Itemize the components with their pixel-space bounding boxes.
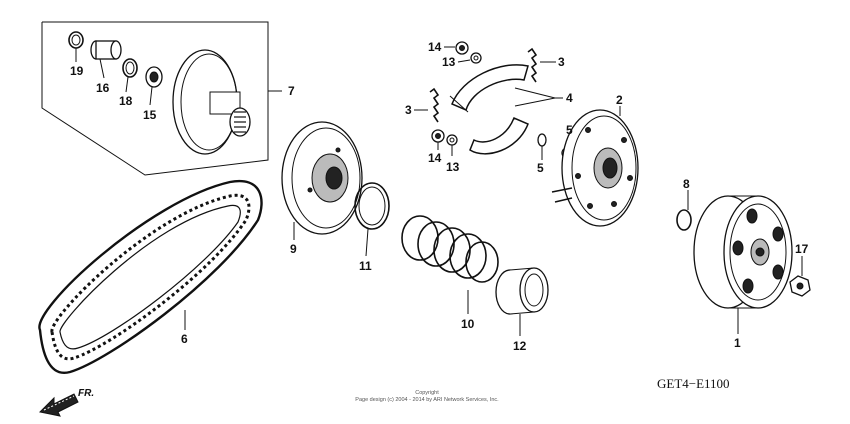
copyright-line-1: Copyright [415,390,439,396]
part-2-drive-plate[interactable] [551,106,639,227]
callout-3-upper: 3 [558,55,565,69]
part-3-spring-upper[interactable] [527,47,556,83]
part-3-spring-lower[interactable] [414,87,440,123]
part-12-collar[interactable] [495,267,549,336]
part-18-oring[interactable] [122,58,138,93]
callout-10: 10 [461,317,475,331]
shaft-splines [234,111,246,133]
part-4-clutch-weights[interactable] [449,64,563,155]
callout-1: 1 [734,336,741,350]
callout-5-a: 5 [566,123,573,137]
diagram-code: GET4−E1100 [657,376,730,391]
part-17-nut[interactable] [789,256,811,297]
part-6-drive-belt[interactable] [38,179,263,374]
group-7-box [41,21,269,176]
part-11-seal[interactable] [354,182,390,257]
callout-13-lower: 13 [446,160,460,174]
part-1-clutch-outer[interactable] [693,195,793,334]
callout-18: 18 [119,94,133,108]
part-15-bearing[interactable] [145,66,163,106]
part-7-driven-face[interactable] [172,49,282,155]
part-14-collar-upper[interactable] [444,41,469,55]
callout-14-lower: 14 [428,151,442,165]
callout-16: 16 [96,81,110,95]
callout-5-b: 5 [537,161,544,175]
part-13-washer-lower[interactable] [446,134,458,156]
callout-12: 12 [513,339,527,353]
callout-3-lower: 3 [405,103,412,117]
part-10-spring[interactable] [401,215,499,314]
callout-2: 2 [616,93,623,107]
part-19-circlip[interactable] [68,31,84,62]
callout-13-upper: 13 [442,55,456,69]
callout-6: 6 [181,332,188,346]
part-13-washer-upper[interactable] [457,52,482,64]
callout-17: 17 [795,242,809,256]
callout-9: 9 [290,242,297,256]
callout-4: 4 [566,91,573,105]
part-14-collar-lower[interactable] [431,129,445,150]
callout-8: 8 [683,177,690,191]
front-direction-arrow: FR. [38,388,94,417]
part-16-needle-bearing[interactable] [90,40,122,79]
callout-11: 11 [359,259,372,273]
callout-15: 15 [143,108,157,122]
callout-14-upper: 14 [428,40,442,54]
front-direction-label: FR. [78,388,94,399]
callout-19: 19 [70,64,84,78]
part-9-driven-plate[interactable] [281,121,363,240]
part-8-circlip[interactable] [676,190,692,231]
callout-7: 7 [288,84,295,98]
copyright-line-2: Page design (c) 2004 - 2014 by ARI Netwo… [355,397,499,403]
part-5-washer-b[interactable] [537,133,547,160]
